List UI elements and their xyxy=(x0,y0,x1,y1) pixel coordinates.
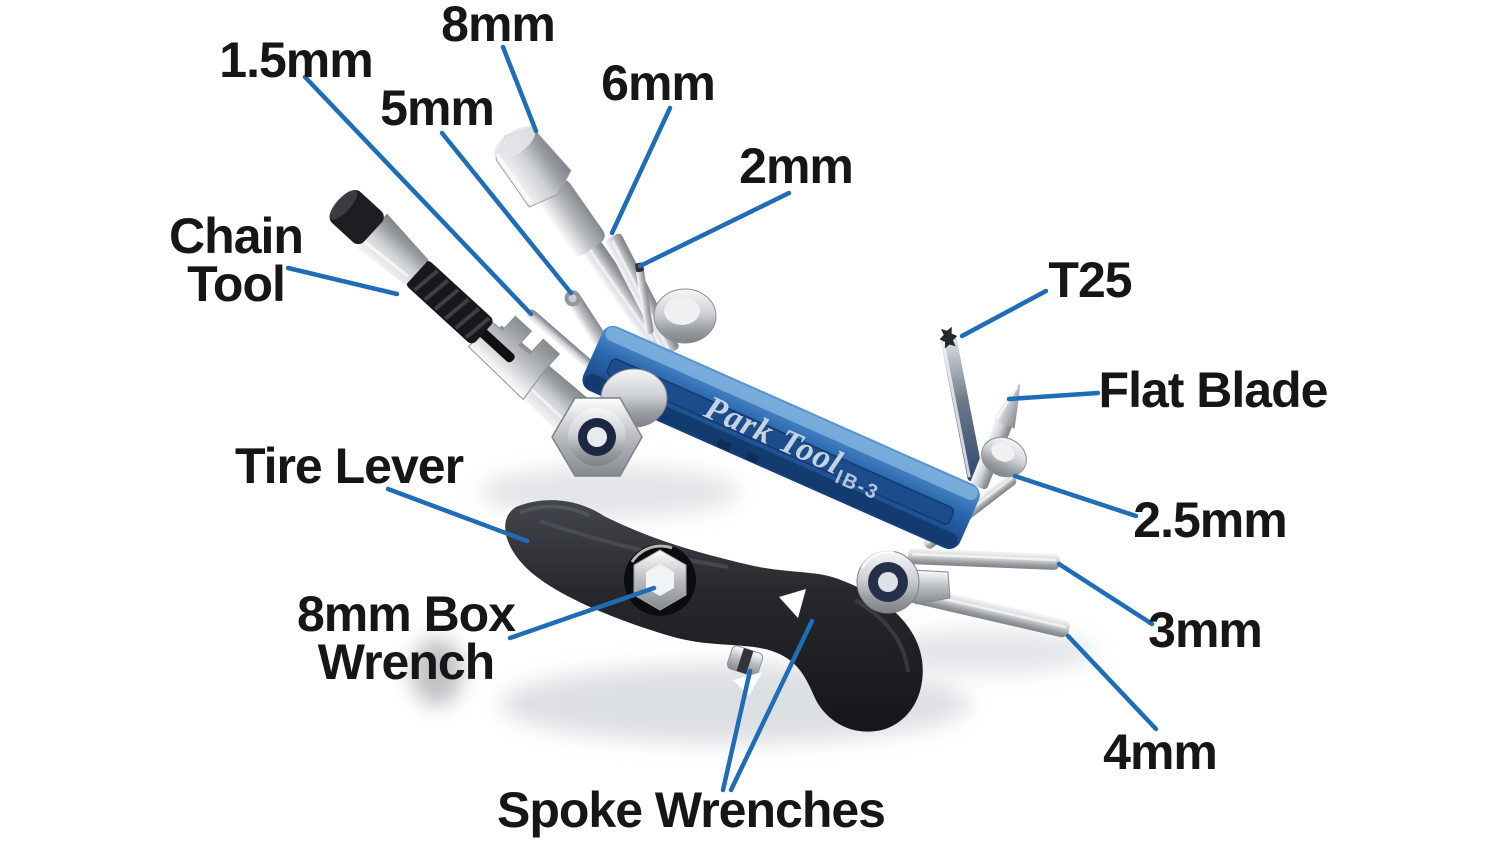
t25-torx-key xyxy=(939,326,984,482)
tire-lever-part xyxy=(505,500,923,732)
right-pivot-bolt xyxy=(856,550,951,614)
hex-1-5mm-key xyxy=(526,309,602,377)
left-pivot-bolt xyxy=(551,368,668,477)
hex-3mm-key xyxy=(907,548,1060,570)
spoke-wrench-slot-2 xyxy=(779,589,806,618)
box-wrench-hole xyxy=(624,544,696,616)
left-pivot-cap xyxy=(653,288,717,344)
multitool-body: Park Tool IB-3 xyxy=(582,325,980,550)
right-pivot-cap xyxy=(981,436,1027,478)
